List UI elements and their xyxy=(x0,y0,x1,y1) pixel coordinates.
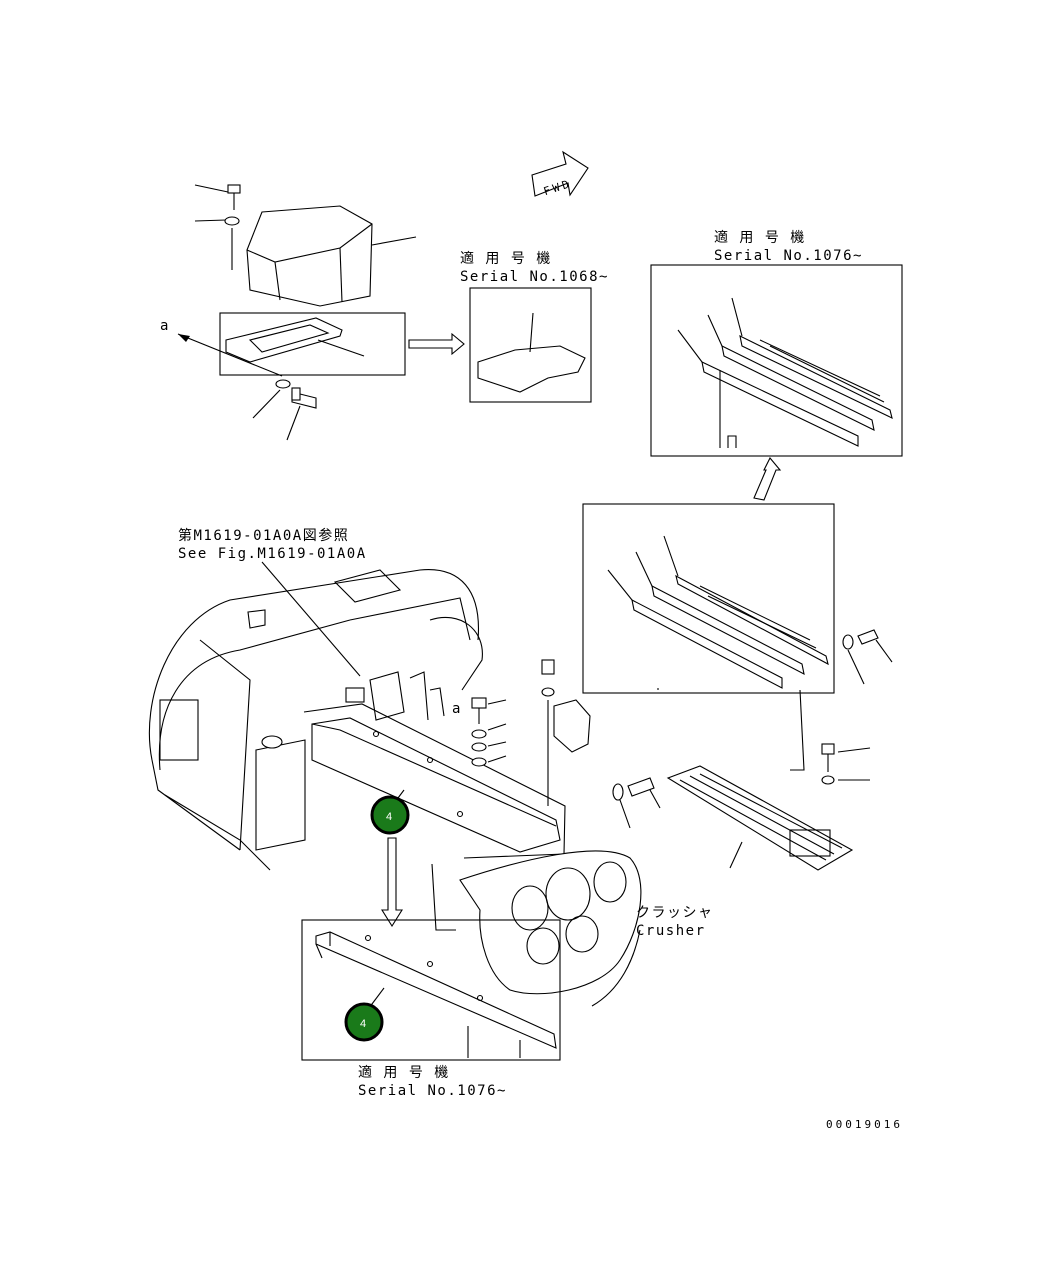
see-fig-jp-label: 第M1619-01A0A図参照 xyxy=(178,527,349,544)
serial-1068-box: 適 用 号 機 Serial No.1068~ xyxy=(460,250,609,403)
down-arrow-icon xyxy=(381,837,403,928)
applicable-label-1076-bottom: 適 用 号 機 xyxy=(358,1064,450,1081)
serial-1076-top-label: Serial No.1076~ xyxy=(714,248,863,264)
top-cover-assembly: a xyxy=(160,184,465,441)
view-marker-main: a xyxy=(452,701,462,717)
middle-detail-box xyxy=(582,503,893,771)
crusher-jp-label: クラッシャ xyxy=(636,905,714,921)
callout-number: 4 xyxy=(360,1018,366,1030)
callout-number: 4 xyxy=(386,811,392,823)
fwd-arrow-icon: FWD xyxy=(531,150,589,198)
applicable-label-1068: 適 用 号 機 xyxy=(460,250,552,267)
main-beam xyxy=(303,703,566,859)
applicable-label-1076-top: 適 用 号 機 xyxy=(714,229,806,246)
serial-1076-bottom-box: 適 用 号 機 Serial No.1076~ xyxy=(301,919,561,1099)
drawing-number: 00019016 xyxy=(826,1118,903,1131)
view-marker-top: a xyxy=(160,318,170,334)
step-ladder xyxy=(612,743,871,871)
machine-body xyxy=(148,569,483,871)
see-fig-en-label: See Fig.M1619-01A0A xyxy=(178,546,367,562)
serial-1068-label: Serial No.1068~ xyxy=(460,269,609,285)
crusher: クラッシャ Crusher xyxy=(431,850,714,1007)
callout-4-main[interactable]: 4 xyxy=(370,795,410,835)
center-hardware: a xyxy=(452,659,591,806)
serial-1076-top-box: 適 用 号 機 Serial No.1076~ xyxy=(650,229,903,501)
crusher-en-label: Crusher xyxy=(636,923,706,939)
serial-1076-bottom-label: Serial No.1076~ xyxy=(358,1083,507,1099)
callout-4-bottom[interactable]: 4 xyxy=(344,1002,384,1042)
